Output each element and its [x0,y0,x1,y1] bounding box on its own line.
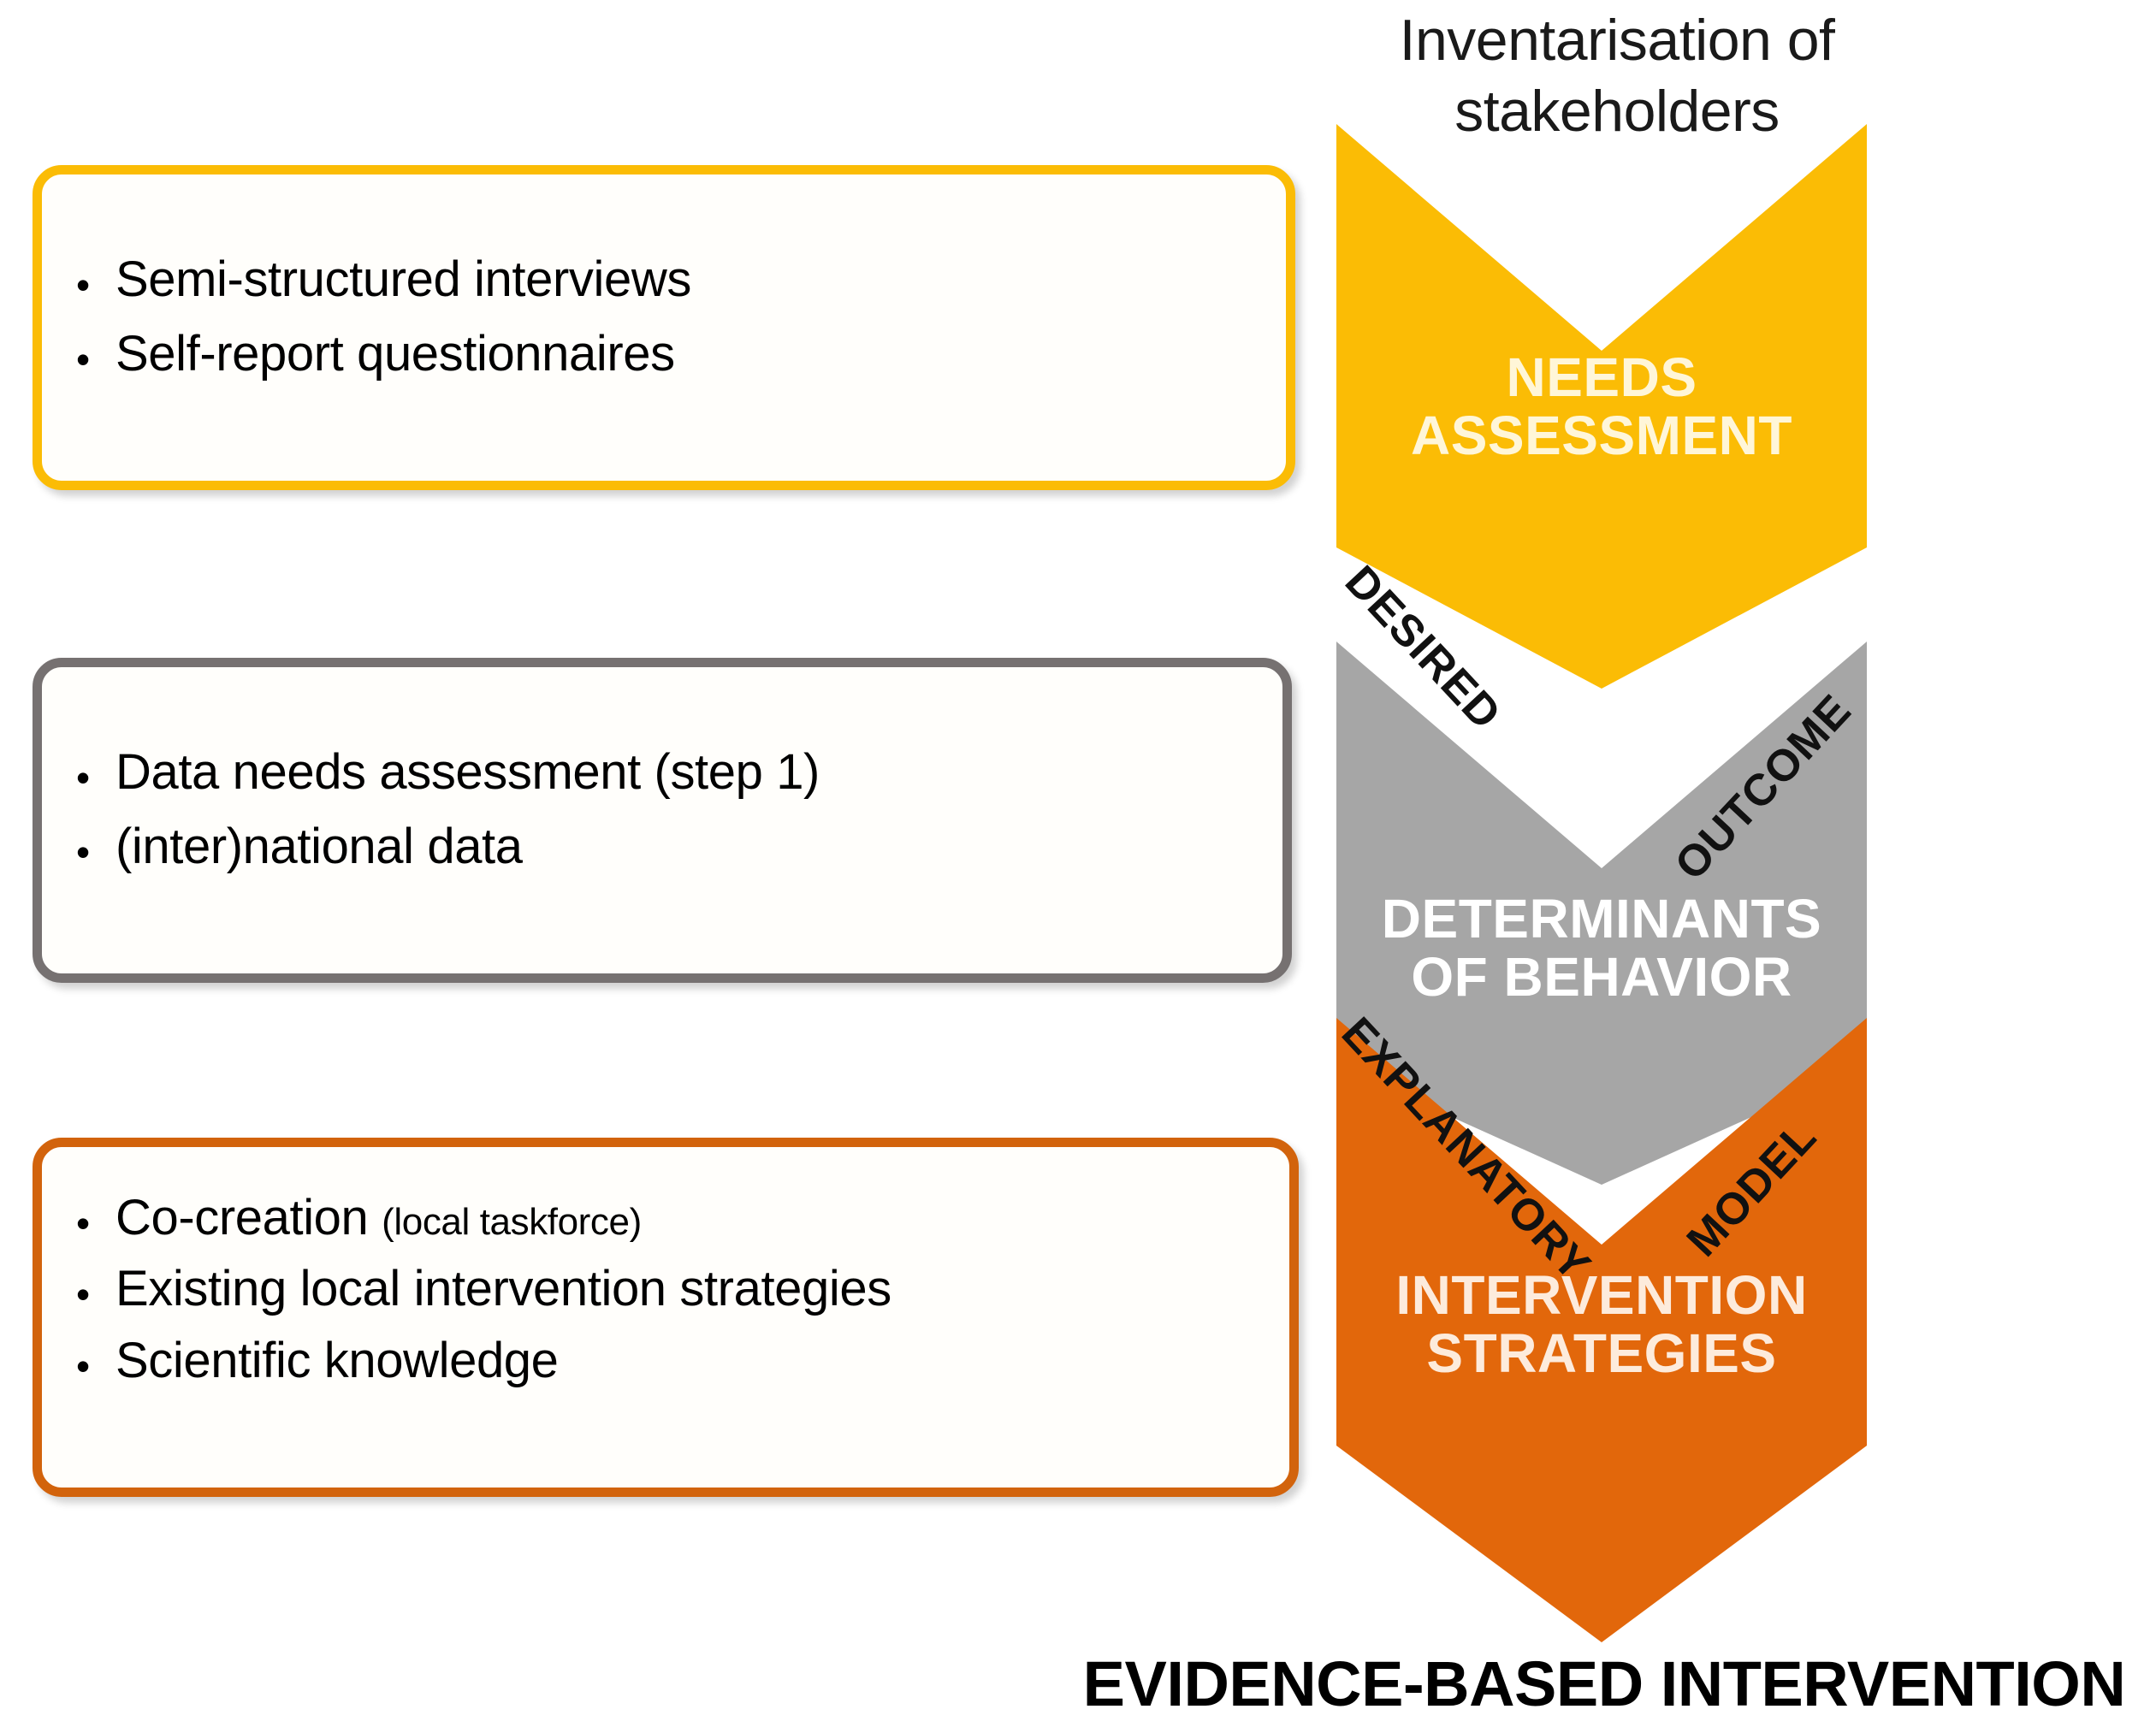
evidence-based-intervention-caption: EVIDENCE-BASED INTERVENTION [1082,1648,2126,1719]
bullet-text: (inter)national data [116,819,523,875]
chevron-needs-shape [1336,124,1867,689]
bullet-text: Scientific knowledge [116,1332,559,1388]
bullet-text-main: Co-creation [116,1190,382,1245]
bullet-icon: • [76,1343,91,1388]
panel-needs-assessment: • Semi-structured interviews • Self-repo… [33,165,1295,490]
bullet-icon: • [76,755,91,800]
bullet-list-determinants: • Data needs assessment (step 1) • (inte… [76,746,1282,873]
bullet-text: Semi-structured interviews [116,251,691,307]
list-item: • (inter)national data [76,819,1282,875]
bullet-text: Co-creation (local taskforce) [116,1192,642,1244]
bullet-text-note: (local taskforce) [382,1201,642,1243]
list-item: • Existing local intervention strategies [76,1261,1289,1317]
bullet-list-strategies: • Co-creation (local taskforce) • Existi… [76,1192,1289,1387]
bullet-icon: • [76,337,91,382]
chevron-strategies-shape [1336,1018,1867,1642]
panel-intervention-strategies: • Co-creation (local taskforce) • Existi… [33,1138,1299,1497]
list-item: • Semi-structured interviews [76,251,1286,307]
bullet-text: Data needs assessment (step 1) [116,744,820,800]
bullet-text: Self-report questionnaires [116,326,675,382]
bullet-text: Existing local intervention strategies [116,1261,891,1317]
chevron-determinants-shape [1336,642,1867,1185]
panel-determinants-of-behavior: • Data needs assessment (step 1) • (inte… [33,658,1292,983]
list-item: • Data needs assessment (step 1) [76,744,1282,800]
bullet-icon: • [76,830,91,875]
bullet-icon: • [76,1201,91,1245]
inventarisation-title: Inventarisation of stakeholders [1399,8,1835,144]
bullet-list-needs: • Semi-structured interviews • Self-repo… [76,253,1286,381]
bullet-icon: • [76,263,91,307]
list-item: • Co-creation (local taskforce) [76,1192,1289,1244]
bullet-icon: • [76,1272,91,1317]
list-item: • Self-report questionnaires [76,326,1286,382]
list-item: • Scientific knowledge [76,1334,1289,1387]
